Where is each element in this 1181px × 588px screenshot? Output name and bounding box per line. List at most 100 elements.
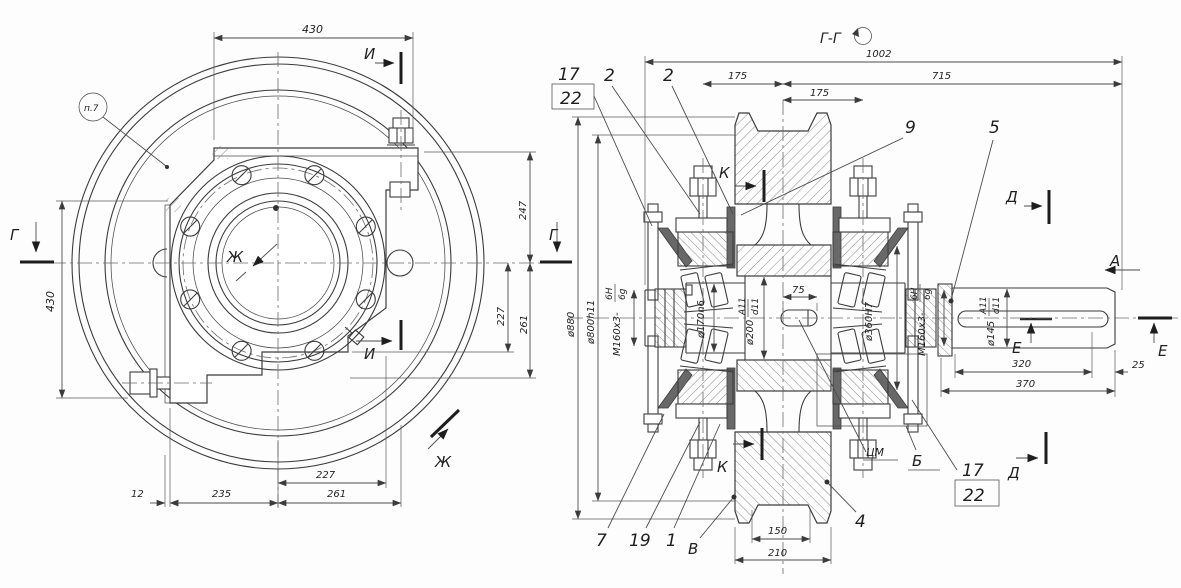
svg-text:Ж: Ж xyxy=(434,453,452,471)
right-view-section: Г-Г xyxy=(551,27,1178,574)
svg-text:2: 2 xyxy=(663,66,674,86)
section-mark-g-right: Г xyxy=(540,222,572,264)
svg-text:75: 75 xyxy=(792,285,805,296)
svg-text:22: 22 xyxy=(963,486,985,506)
dim-715: 715 xyxy=(782,71,1123,88)
svg-text:A11: A11 xyxy=(738,297,748,316)
balloon-label: п.7 xyxy=(84,104,99,114)
svg-text:2: 2 xyxy=(604,66,615,86)
svg-text:Е: Е xyxy=(1012,339,1022,357)
label-center-of-mass: ЦМ xyxy=(798,319,898,461)
dim-dia-200: ø200 A11 d11 xyxy=(738,276,768,360)
svg-text:ø145: ø145 xyxy=(986,321,997,347)
callout-19: 19 xyxy=(629,421,701,551)
dims-bottom: 227 12 235 261 xyxy=(131,356,402,507)
svg-text:9: 9 xyxy=(905,118,916,138)
svg-text:227: 227 xyxy=(316,470,336,481)
svg-text:261: 261 xyxy=(519,315,530,334)
callout-17-22-bottom: 17 22 xyxy=(911,399,1000,507)
dim-150-210: 150 210 xyxy=(734,510,832,564)
callout-5: 5 xyxy=(948,118,1000,304)
svg-text:И: И xyxy=(364,345,375,363)
svg-text:d11: d11 xyxy=(992,297,1002,314)
callout-2-first: 2 xyxy=(604,66,701,215)
weld-corner-mark xyxy=(166,198,181,212)
section-mark-e-left: Е xyxy=(1012,322,1036,357)
svg-text:6H: 6H xyxy=(910,287,920,300)
svg-text:210: 210 xyxy=(768,548,787,559)
svg-text:235: 235 xyxy=(212,489,231,500)
dim-text: 430 xyxy=(302,23,323,36)
svg-text:В: В xyxy=(688,540,698,558)
dim-1002: 1002 xyxy=(644,49,1123,290)
svg-text:261: 261 xyxy=(327,489,346,500)
svg-text:1: 1 xyxy=(666,531,677,551)
callout-2-second: 2 xyxy=(663,66,734,215)
section-mark-g-left: Г xyxy=(10,222,54,264)
side-hole xyxy=(386,249,414,277)
detail-frame-b xyxy=(816,353,928,427)
section-mark-i-top: И xyxy=(364,45,403,84)
dims-right-vertical: 247 227 261 xyxy=(350,151,536,379)
svg-text:19: 19 xyxy=(629,531,651,551)
dim-175-right: 175 xyxy=(782,88,864,104)
dim-320-25-370: 320 25 370 xyxy=(940,332,1145,397)
svg-text:ø800h11: ø800h11 xyxy=(586,300,597,345)
svg-text:175: 175 xyxy=(728,71,747,82)
svg-text:175: 175 xyxy=(810,88,829,99)
svg-text:Е: Е xyxy=(1158,342,1168,360)
svg-text:ø880: ø880 xyxy=(566,312,577,338)
svg-text:17: 17 xyxy=(558,65,580,85)
svg-text:227: 227 xyxy=(496,306,507,326)
section-mark-k-top: К xyxy=(719,164,766,202)
svg-text:4: 4 xyxy=(855,512,866,532)
callout-17-22-top: 17 22 xyxy=(551,65,653,227)
dim-dia-360: ø360H7 xyxy=(864,245,901,391)
svg-text:22: 22 xyxy=(560,89,582,109)
dim-175-left: 175 xyxy=(702,71,784,88)
svg-text:Г: Г xyxy=(10,226,20,244)
svg-text:Г: Г xyxy=(549,226,559,244)
svg-text:ø170n6: ø170n6 xyxy=(696,300,707,339)
section-title: Г-Г xyxy=(820,27,872,47)
callout-1: 1 xyxy=(666,423,721,551)
dim-thread-right: M160x3- 6H 6g xyxy=(910,284,948,356)
svg-text:6H: 6H xyxy=(605,287,615,300)
dim-dia-800: ø800h11 xyxy=(586,134,735,502)
dim-dia-170: ø170n6 xyxy=(696,283,718,353)
svg-text:12: 12 xyxy=(131,489,144,500)
svg-text:К: К xyxy=(717,458,729,476)
weld-corner-mark xyxy=(212,146,228,159)
svg-text:17: 17 xyxy=(962,461,984,481)
svg-text:ø360H7: ø360H7 xyxy=(864,301,875,342)
svg-text:320: 320 xyxy=(1012,359,1031,370)
svg-text:247: 247 xyxy=(518,200,529,220)
callout-7: 7 xyxy=(596,413,665,551)
rotated-symbol-icon xyxy=(854,27,872,45)
svg-text:5: 5 xyxy=(989,118,1000,138)
svg-text:Д: Д xyxy=(1005,188,1018,206)
svg-text:Г-Г: Г-Г xyxy=(820,31,842,47)
svg-text:M160x3-: M160x3- xyxy=(612,312,623,356)
svg-text:И: И xyxy=(364,45,375,63)
view-mark-zh-bottom: Ж xyxy=(427,408,461,471)
label-detail-b: Б xyxy=(905,425,940,471)
svg-text:Ж: Ж xyxy=(226,248,244,266)
flange-screws xyxy=(180,165,376,361)
view-mark-v: В xyxy=(688,494,737,558)
balloon-callout: п.7 xyxy=(78,92,169,169)
bracket-strip xyxy=(164,204,171,404)
svg-text:370: 370 xyxy=(1016,379,1035,390)
section-mark-d-bottom: Д xyxy=(1007,432,1048,482)
callout-9: 9 xyxy=(740,118,916,216)
svg-text:6g: 6g xyxy=(618,288,628,300)
svg-text:150: 150 xyxy=(768,526,787,537)
view-mark-zh-center: Ж xyxy=(226,243,278,282)
svg-text:A11: A11 xyxy=(979,296,989,315)
dim-430-left: 430 xyxy=(44,200,168,399)
svg-text:d11: d11 xyxy=(751,298,761,315)
svg-text:1002: 1002 xyxy=(866,49,891,60)
svg-text:6g: 6g xyxy=(923,288,933,300)
